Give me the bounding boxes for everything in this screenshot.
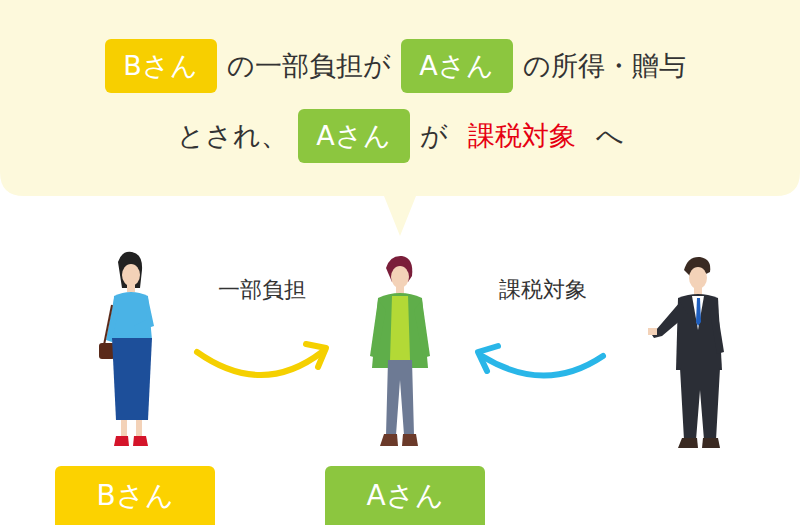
label-text: Bさん	[123, 48, 198, 84]
blue-arrow-head	[478, 346, 498, 371]
label-text: へ	[596, 118, 624, 154]
label-text: が	[420, 118, 448, 154]
yellow-arrow	[197, 352, 322, 375]
bubble-outline	[0, 0, 800, 236]
official-figure	[648, 257, 724, 448]
name-badge: Aさん	[401, 39, 513, 93]
yellow-arrow-head	[306, 344, 326, 367]
woman-figure	[99, 252, 154, 446]
person-badge: Bさん	[55, 466, 215, 525]
speech-bubble: Bさんの一部負担がAさんの所得・贈与とされ、Aさんが課税対象へ	[0, 0, 800, 196]
label-text: Aさん	[419, 48, 493, 84]
person-a-figure	[370, 256, 430, 446]
label-text: Bさん	[96, 477, 173, 515]
label-text: とされ、	[177, 118, 288, 154]
name-badge: Bさん	[105, 39, 217, 93]
arrow-label: 課税対象	[499, 275, 587, 305]
blue-arrow	[482, 356, 603, 376]
label-text: の所得・贈与	[523, 48, 686, 84]
bubble-line: Bさんの一部負担が Aさんの所得・贈与	[0, 38, 800, 94]
bubble-line: とされ、 Aさんが課税対象へ	[0, 108, 800, 164]
person-badge: Aさん	[325, 466, 485, 525]
label-text: Aさん	[316, 118, 390, 154]
arrow-label: 一部負担	[218, 275, 306, 305]
label-text: の一部負担が	[227, 48, 391, 84]
label-text: 課税対象	[468, 118, 576, 154]
label-text: Aさん	[366, 477, 443, 515]
name-badge: Aさん	[298, 109, 410, 163]
